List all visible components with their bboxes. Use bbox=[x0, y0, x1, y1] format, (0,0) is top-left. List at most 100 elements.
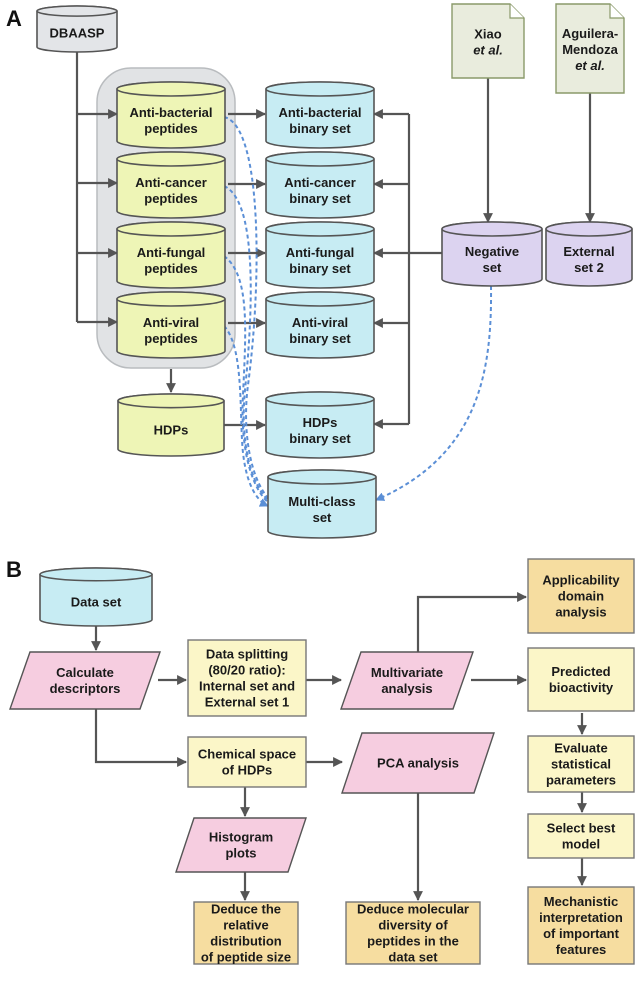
mechanistic-label-line: Mechanistic bbox=[544, 894, 618, 909]
select-label-line: model bbox=[562, 837, 600, 852]
pca-label-line: PCA analysis bbox=[377, 756, 459, 771]
multiclass-label-line: set bbox=[313, 510, 332, 525]
multivariate-label-line: Multivariate bbox=[371, 665, 443, 680]
antibacterial-label-line: peptides bbox=[144, 121, 197, 136]
multivariate-label-line: analysis bbox=[381, 681, 432, 696]
antibacterial-label-line: Anti-bacterial bbox=[129, 105, 212, 120]
anticancer-bin-label-line: Anti-cancer bbox=[284, 175, 356, 190]
hdps-node: HDPs bbox=[117, 393, 225, 457]
dataset-label-line: Data set bbox=[71, 594, 122, 609]
negative-label-line: set bbox=[483, 260, 502, 275]
chemspace-label-line: Chemical space bbox=[198, 747, 296, 762]
predicted-label-line: Predicted bbox=[551, 664, 610, 679]
anticancer-label-line: Anti-cancer bbox=[135, 175, 207, 190]
panel-b-label: B bbox=[6, 557, 22, 582]
deduce-rel-label-line: Deduce the bbox=[211, 902, 281, 917]
chemspace-label-line: of HDPs bbox=[222, 763, 273, 778]
aguilera-label-line: Mendoza bbox=[562, 42, 618, 57]
split-label-line: Internal set and bbox=[199, 679, 295, 694]
anticancer-label-line: peptides bbox=[144, 191, 197, 206]
panel-b-edges bbox=[91, 592, 587, 901]
deduce-mol-label-line: diversity of bbox=[378, 918, 448, 933]
hdps-bin-label-line: HDPs bbox=[303, 415, 338, 430]
applicability-label-line: Applicability bbox=[542, 573, 620, 588]
antiviral-bin-label-line: Anti-viral bbox=[292, 315, 348, 330]
antifungal-bin-label-line: binary set bbox=[289, 261, 351, 276]
predicted-label-line: bioactivity bbox=[549, 680, 614, 695]
aguilera-label-line: Aguilera- bbox=[562, 26, 618, 41]
mechanistic-label-line: features bbox=[556, 942, 607, 957]
evaluate-label-line: Evaluate bbox=[554, 741, 607, 756]
aguilera-label-line: et al. bbox=[575, 58, 605, 73]
antiviral-label-line: peptides bbox=[144, 331, 197, 346]
evaluate-label-line: parameters bbox=[546, 773, 616, 788]
split-node: Data splitting(80/20 ratio):Internal set… bbox=[187, 639, 307, 717]
split-label-line: (80/20 ratio): bbox=[208, 663, 285, 678]
mechanistic-label-line: of important bbox=[543, 926, 619, 941]
antiviral-label-line: Anti-viral bbox=[143, 315, 199, 330]
split-label-line: Data splitting bbox=[206, 647, 288, 662]
deduce-mol-label-line: data set bbox=[388, 950, 438, 965]
antifungal-label-line: Anti-fungal bbox=[137, 245, 206, 260]
dataset-node: Data set bbox=[39, 567, 153, 627]
xiao-label-line: Xiao bbox=[474, 27, 502, 42]
deduce-rel-label-line: distribution bbox=[210, 934, 282, 949]
antifungal-bin-label-line: Anti-fungal bbox=[286, 245, 355, 260]
multiclass-dashed-edges bbox=[223, 116, 493, 507]
deduce-rel-label-line: relative bbox=[223, 918, 269, 933]
antiviral-bin-label-line: binary set bbox=[289, 331, 351, 346]
deduce-mol-label-line: Deduce molecular bbox=[357, 902, 469, 917]
antifungal-label-line: peptides bbox=[144, 261, 197, 276]
xiao-label-line: et al. bbox=[473, 43, 503, 58]
hdps-label-line: HDPs bbox=[154, 423, 189, 438]
multiclass-label-line: Multi-class bbox=[288, 494, 355, 509]
antibacterial-bin-label-line: binary set bbox=[289, 121, 351, 136]
deduce-rel-label-line: of peptide size bbox=[201, 950, 291, 965]
split-label-line: External set 1 bbox=[205, 695, 290, 710]
external2-label-line: External bbox=[563, 244, 614, 259]
applicability-label-line: domain bbox=[558, 589, 604, 604]
negative-label-line: Negative bbox=[465, 244, 519, 259]
hdps-bin-label-line: binary set bbox=[289, 431, 351, 446]
applicability-label-line: analysis bbox=[555, 605, 606, 620]
calc-label-line: descriptors bbox=[50, 681, 121, 696]
dbaasp-node: DBAASP bbox=[36, 5, 118, 53]
anticancer-bin-label-line: binary set bbox=[289, 191, 351, 206]
panel-a-label: A bbox=[6, 6, 22, 31]
histogram-label-line: plots bbox=[225, 846, 256, 861]
evaluate-label-line: statistical bbox=[551, 757, 611, 772]
external2-label-line: set 2 bbox=[574, 260, 604, 275]
histogram-label-line: Histogram bbox=[209, 830, 273, 845]
dbaasp-label-line: DBAASP bbox=[50, 25, 105, 40]
pca-node: PCA analysis bbox=[341, 732, 495, 794]
antibacterial-bin-label-line: Anti-bacterial bbox=[278, 105, 361, 120]
deduce-mol-label-line: peptides in the bbox=[367, 934, 459, 949]
